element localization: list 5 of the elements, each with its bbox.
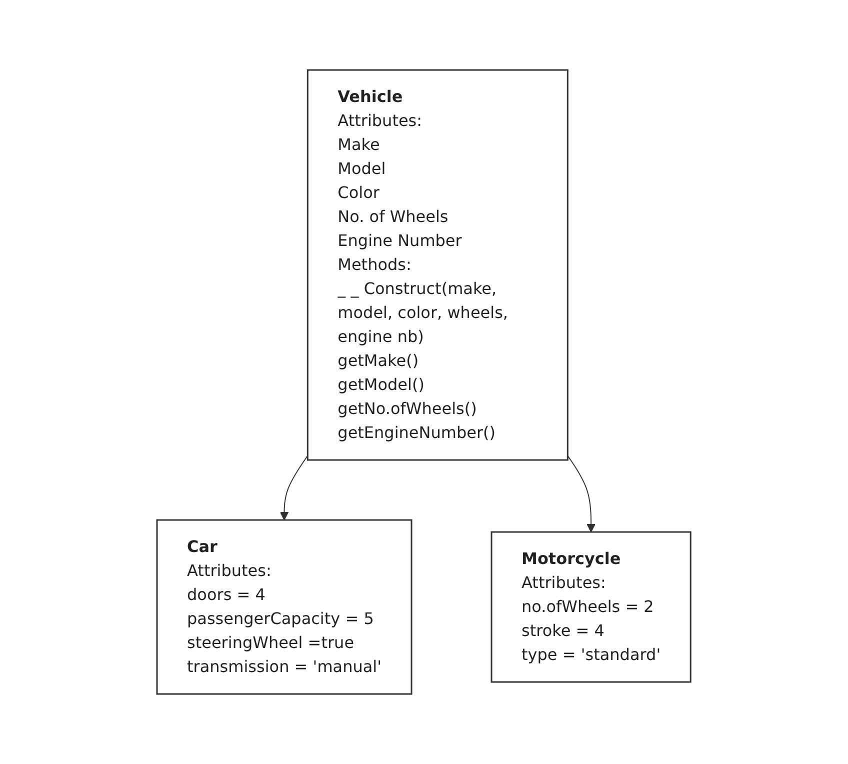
- node-box: Car Attributes: doors = 4 passengerCapacity = 5 steeringWheel =true transmission = 'manual': [156, 519, 412, 695]
- node-box: Motorcycle Attributes: no.ofWheels = 2 stroke = 4 type = 'standard': [490, 531, 692, 683]
- arrow: [567, 455, 596, 532]
- arrow: [280, 455, 308, 520]
- node-box: Vehicle Attributes: Make Model Color No. of Wheels Engine Number Methods: _ _ Construct(make, model, color, wheels, engine nb) getMake() getModel() getNo.ofWheels() getEngineNumber(): [307, 69, 569, 461]
